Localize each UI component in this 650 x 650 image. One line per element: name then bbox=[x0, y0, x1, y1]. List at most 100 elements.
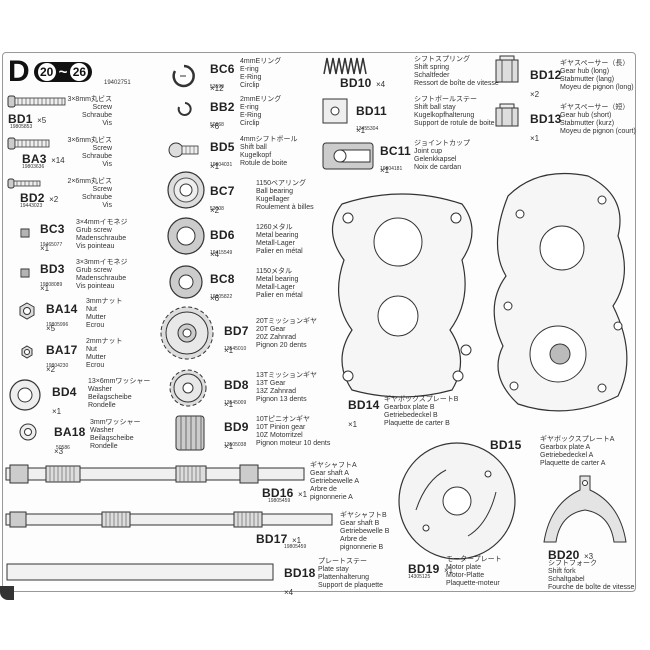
stock-number: 19808089 bbox=[40, 282, 63, 288]
nut-ba14-icon bbox=[19, 302, 35, 320]
ball-bearing-bc7-icon bbox=[167, 171, 205, 209]
section-header: D 20 ~ 26 bbox=[8, 55, 93, 88]
section-letter: D bbox=[8, 55, 30, 88]
gear-20t-bd7-icon bbox=[160, 306, 214, 360]
part-bd18: BD18 ×4 bbox=[284, 564, 315, 600]
part-bd1: BD1 ×5 bbox=[8, 110, 46, 128]
part-code: BD9 bbox=[224, 420, 249, 434]
stock-number: 19805996 bbox=[46, 322, 69, 328]
gear-shaft-b-bd17-icon bbox=[5, 511, 333, 528]
part-qty: ×1 bbox=[443, 566, 454, 575]
stock-number: 19465077 bbox=[40, 242, 63, 248]
part-qty: ×14 bbox=[51, 156, 65, 165]
part-code: BD11 bbox=[356, 104, 387, 118]
part-ba3: BA3 ×14 bbox=[22, 150, 65, 168]
part-code: BD7 bbox=[224, 324, 249, 338]
part-qty: ×1 bbox=[224, 400, 234, 409]
stock-number: 19443023 bbox=[20, 203, 43, 209]
washer-bd4-icon bbox=[9, 379, 41, 411]
part-code: BD8 bbox=[224, 378, 249, 392]
nut-ba17-icon bbox=[21, 345, 33, 359]
shift-ball-bd5-icon bbox=[168, 142, 199, 158]
screw-bd1-icon bbox=[7, 95, 66, 108]
part-bd12: BD12 ×2 bbox=[530, 66, 561, 102]
part-code: BD5 bbox=[210, 140, 235, 154]
part-bd6: BD6 ×4 bbox=[210, 226, 235, 262]
gearbox-plate-a-bd15-icon bbox=[493, 173, 628, 412]
stock-number: 19805853 bbox=[10, 124, 33, 130]
stock-number: 19803636 bbox=[22, 164, 45, 170]
part-qty: ×4 bbox=[210, 250, 220, 259]
part-code: BD20 bbox=[548, 548, 580, 562]
part-code: BD1 bbox=[8, 112, 33, 126]
part-qty: ×2 bbox=[530, 90, 540, 99]
part-bd2: BD2 ×2 bbox=[20, 189, 58, 207]
grub-screw-bc3-icon bbox=[20, 228, 30, 238]
sheet-code: 19402751 bbox=[104, 80, 131, 86]
part-code: BD19 bbox=[408, 562, 440, 576]
step-to: 26 bbox=[70, 63, 89, 81]
gear-hub-short-bd13-icon bbox=[495, 103, 519, 127]
part-ba18: BA18 ×3 bbox=[54, 423, 85, 459]
part-bd14: BD14 ×1 bbox=[348, 396, 379, 432]
part-code: BD16 bbox=[262, 486, 294, 500]
part-code: BD14 bbox=[348, 398, 380, 412]
part-code: BD3 bbox=[40, 262, 65, 276]
screw-bd2-icon bbox=[7, 178, 41, 189]
part-qty: ×1 bbox=[297, 490, 308, 499]
part-qty: ×1 bbox=[52, 407, 62, 416]
part-code: BC3 bbox=[40, 222, 65, 236]
gearbox-plate-b-bd14-icon bbox=[331, 193, 473, 398]
part-bb2: BB2 ×6 bbox=[210, 98, 235, 134]
part-qty: ×2 bbox=[46, 365, 56, 374]
stock-number: 19805822 bbox=[210, 294, 233, 300]
part-bd8: BD8 ×1 bbox=[224, 376, 249, 412]
stock-number: 14305125 bbox=[408, 574, 431, 580]
part-qty: ×5 bbox=[46, 324, 56, 333]
gear-13t-bd8-icon bbox=[169, 369, 207, 407]
part-code: BD18 bbox=[284, 566, 316, 580]
stock-number: 19805459 bbox=[268, 498, 291, 504]
part-qty: ×1 bbox=[224, 442, 234, 451]
part-code: BD6 bbox=[210, 228, 235, 242]
step-range-badge: 20 ~ 26 bbox=[33, 62, 93, 82]
stock-number: 50586 bbox=[56, 445, 70, 451]
joint-cup-bc11-icon bbox=[322, 142, 374, 170]
grub-screw-bd3-icon bbox=[20, 268, 30, 278]
part-qty: ×4 bbox=[375, 80, 386, 89]
shift-spring-bd10-icon bbox=[323, 57, 367, 75]
part-bd3: BD3 ×1 bbox=[40, 260, 65, 296]
part-qty: ×1 bbox=[224, 346, 234, 355]
stock-number: 53008 bbox=[210, 206, 224, 212]
e-ring-bb2-icon bbox=[177, 102, 192, 116]
part-bd20: BD20 ×3 bbox=[548, 546, 593, 564]
stock-number: 19804031 bbox=[210, 162, 233, 168]
part-code: BD4 bbox=[52, 385, 77, 399]
motor-plate-bd19-icon bbox=[398, 442, 516, 560]
part-qty: ×1 bbox=[530, 134, 540, 143]
shift-fork-bd20-icon bbox=[543, 475, 627, 543]
part-code: BD12 bbox=[530, 68, 562, 82]
part-code: BD17 bbox=[256, 532, 288, 546]
part-qty: ×6 bbox=[210, 122, 220, 131]
part-bd4: BD4 ×1 bbox=[52, 383, 77, 419]
part-bd5: BD5 ×1 bbox=[210, 138, 235, 174]
part-qty: ×6 bbox=[210, 294, 220, 303]
stock-number: 19805459 bbox=[284, 544, 307, 550]
part-code: BC7 bbox=[210, 184, 235, 198]
part-bd7: BD7 ×1 bbox=[224, 322, 249, 358]
part-qty: ×3 bbox=[583, 552, 594, 561]
part-code: BA18 bbox=[54, 425, 86, 439]
part-ba17: BA17 ×2 bbox=[46, 341, 77, 377]
